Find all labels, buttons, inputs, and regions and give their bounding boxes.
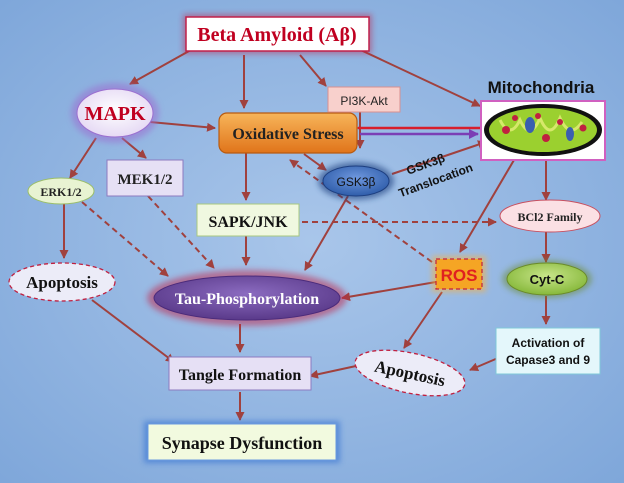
arrows bbox=[59, 44, 551, 421]
node-tangle: Tangle Formation bbox=[168, 356, 312, 391]
erk-label: ERK1/2 bbox=[40, 185, 81, 199]
node-synapse: Synapse Dysfunction bbox=[144, 421, 340, 463]
arrow-mapk-to-erk bbox=[69, 137, 97, 179]
node-mek: MEK1/2 bbox=[106, 159, 184, 197]
arrow-abeta-to-mitochondria bbox=[349, 44, 481, 107]
arrow-gsk3b-to-mitochondria bbox=[391, 140, 487, 175]
bcl2-label: BCl2 Family bbox=[518, 210, 583, 224]
arrow-mitochondria-to-ros bbox=[459, 159, 515, 253]
arrow-activation-to-apoptosis bbox=[469, 357, 499, 371]
synapse-label: Synapse Dysfunction bbox=[162, 433, 323, 453]
activation-line2: Capase3 and 9 bbox=[506, 353, 590, 367]
apoptosis-left-label: Apoptosis bbox=[26, 273, 98, 292]
node-mapk: MAPK bbox=[71, 83, 159, 143]
node-sapk-jnk: SAPK/JNK bbox=[196, 203, 300, 237]
cytc-label: Cyt-C bbox=[530, 272, 565, 287]
node-tau: Tau-Phosphorylation bbox=[147, 270, 347, 326]
double-arrows bbox=[349, 123, 480, 139]
node-apoptosis-left: Apoptosis bbox=[8, 262, 116, 302]
node-gsk3b: GSK3β bbox=[318, 162, 394, 200]
node-activation: Activation of Capase3 and 9 bbox=[495, 327, 601, 375]
tau-label: Tau-Phosphorylation bbox=[175, 291, 319, 308]
tangle-label: Tangle Formation bbox=[179, 367, 302, 384]
node-oxidative-stress: Oxidative Stress bbox=[218, 112, 358, 154]
arrow-oxidative-to-gsk3b bbox=[303, 153, 327, 171]
node-apoptosis-right: Apoptosis bbox=[354, 349, 466, 397]
arrow-apoptosis-to-tangle bbox=[309, 365, 357, 379]
arrow-apoptosis-left-to-tangle bbox=[91, 299, 175, 363]
pi3k-akt-label: PI3K-Akt bbox=[340, 94, 388, 108]
node-ros: ROS bbox=[432, 256, 486, 292]
ros-label: ROS bbox=[441, 266, 478, 285]
arrow-ros-to-oxidative bbox=[289, 159, 433, 263]
oxidative-stress-label: Oxidative Stress bbox=[232, 126, 343, 143]
arrow-mek-to-tau bbox=[147, 195, 215, 269]
mitochondria-label: Mitochondria bbox=[488, 78, 595, 97]
arrow-mapk-to-oxidative bbox=[149, 121, 216, 132]
node-cytc: Cyt-C bbox=[502, 260, 592, 298]
node-mitochondria: Mitochondria bbox=[480, 78, 606, 161]
sapk-jnk-label: SAPK/JNK bbox=[208, 214, 288, 231]
node-bcl2: BCl2 Family bbox=[499, 199, 601, 233]
node-pi3k-akt: PI3K-Akt bbox=[327, 86, 401, 113]
arrow-erk-to-tau bbox=[81, 201, 169, 277]
arrow-abeta-to-pi3k bbox=[299, 54, 327, 87]
node-erk: ERK1/2 bbox=[27, 177, 95, 205]
mek-label: MEK1/2 bbox=[118, 172, 173, 188]
mapk-label: MAPK bbox=[84, 103, 146, 125]
arrow-ros-to-tau bbox=[341, 281, 437, 302]
arrow-ros-to-apoptosis bbox=[403, 291, 443, 349]
activation-line1: Activation of bbox=[512, 336, 586, 350]
beta-amyloid-label: Beta Amyloid (Aβ) bbox=[197, 24, 356, 46]
gsk3b-label: GSK3β bbox=[337, 175, 376, 189]
arrow-gsk3b-to-tau bbox=[304, 195, 349, 271]
node-beta-amyloid: Beta Amyloid (Aβ) bbox=[183, 14, 372, 54]
